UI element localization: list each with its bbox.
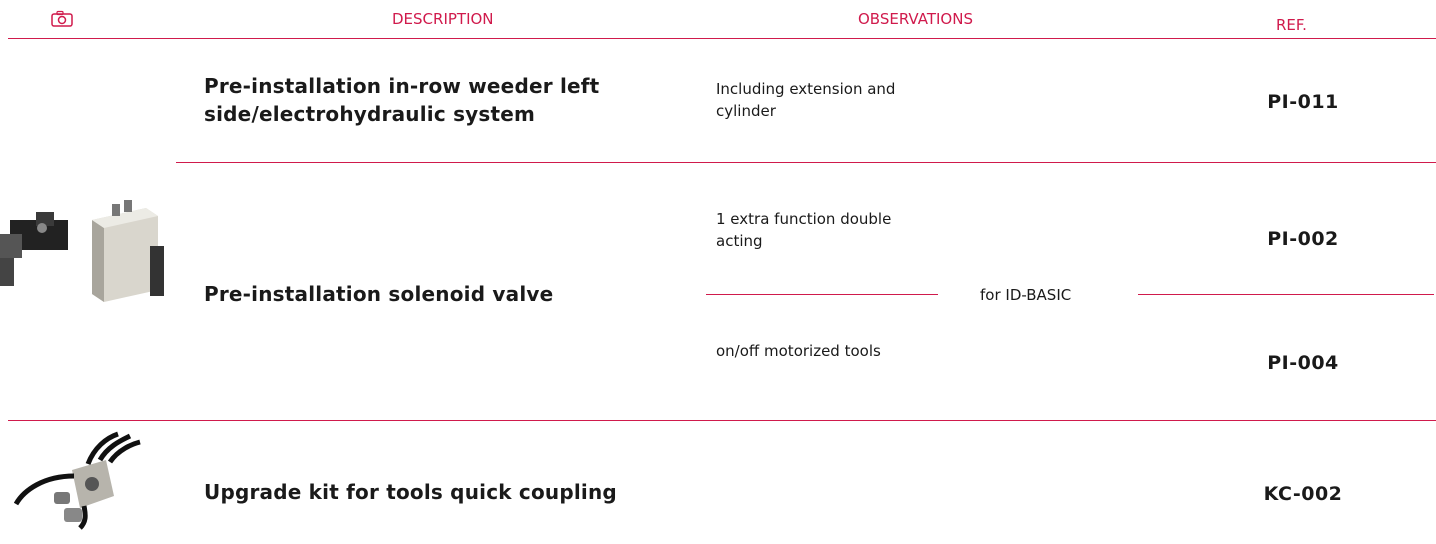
row-2-shared-note: for ID-BASIC — [980, 286, 1072, 304]
header-divider — [8, 38, 1436, 39]
row-2-option-1-ref: PI-002 — [1267, 228, 1339, 250]
solenoid-valve-photo — [0, 198, 180, 312]
row-divider-2 — [8, 420, 1436, 421]
header-ref: REF. — [1276, 16, 1307, 34]
quick-coupling-kit-photo — [13, 430, 144, 534]
row-2-option-1-observation: 1 extra function double acting — [716, 210, 892, 250]
row-3-description: Upgrade kit for tools quick coupling — [204, 480, 617, 504]
row-1-description: Pre-installation in-row weeder left side… — [204, 74, 600, 126]
option-divider-left — [706, 294, 938, 295]
row-2-option-2-ref: PI-004 — [1267, 352, 1339, 374]
row-1-ref: PI-011 — [1267, 91, 1339, 113]
option-divider-right — [1138, 294, 1434, 295]
header-observations: OBSERVATIONS — [858, 10, 973, 28]
row-1-observation: Including extension and cylinder — [716, 80, 896, 120]
row-2-description: Pre-installation solenoid valve — [204, 282, 554, 306]
row-3-ref: KC-002 — [1263, 483, 1343, 505]
row-2-option-2-observation: on/off motorized tools — [716, 342, 881, 360]
header-description: DESCRIPTION — [392, 10, 494, 28]
camera-icon — [50, 10, 74, 32]
row-divider-1 — [176, 162, 1436, 163]
